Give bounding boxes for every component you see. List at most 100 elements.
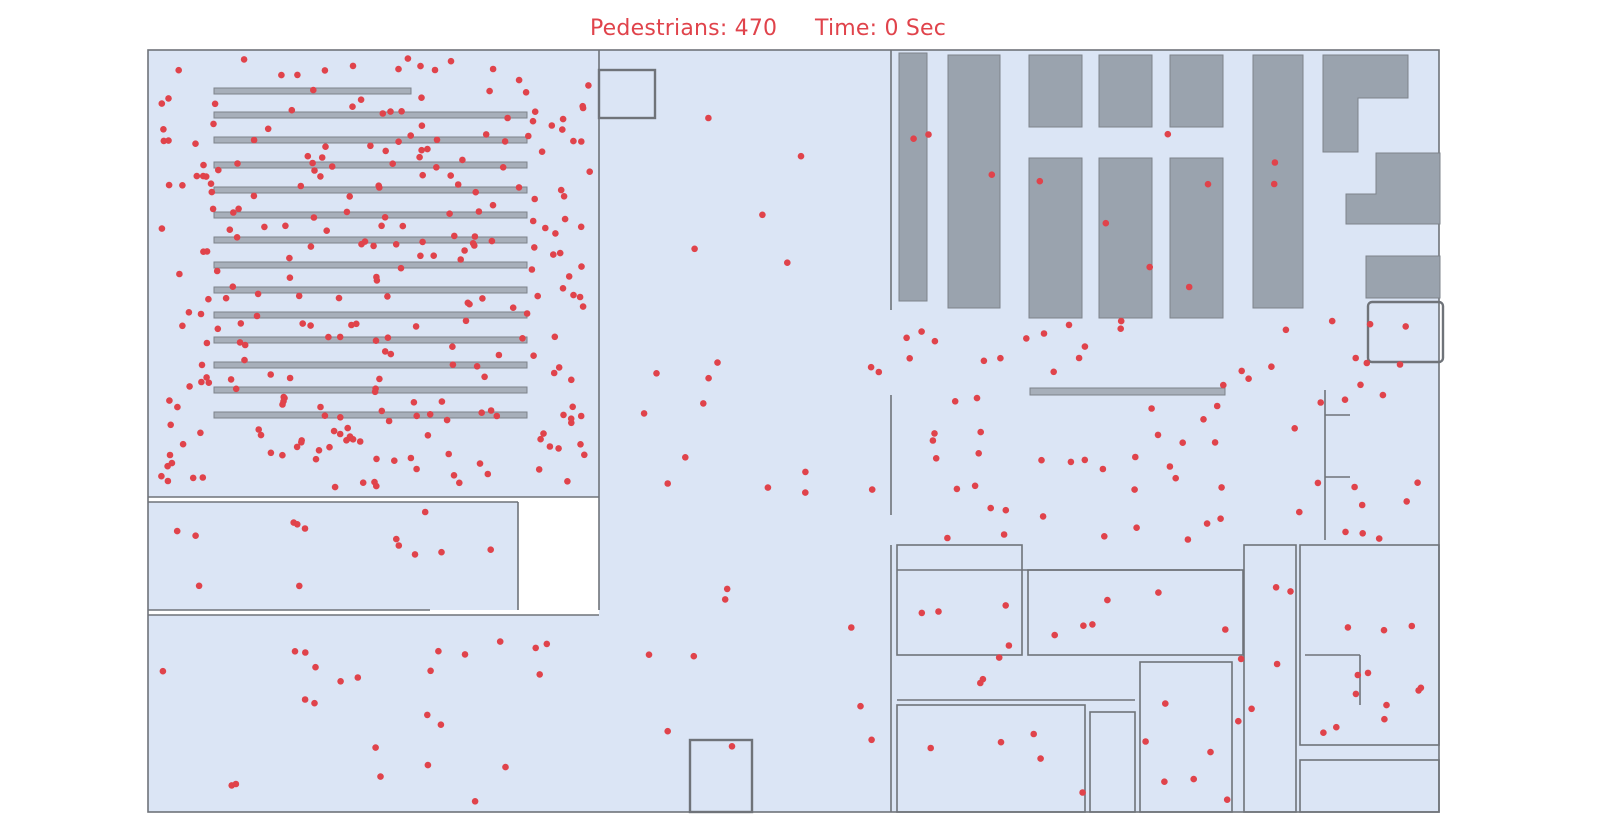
pedestrian-dot [371, 388, 379, 396]
rack [213, 186, 528, 194]
pedestrian-dot [449, 361, 457, 369]
pedestrian-dot [424, 711, 431, 719]
pedestrian-dot [317, 403, 324, 411]
pedestrian-dot [1207, 748, 1214, 756]
pedestrian-dot [395, 542, 403, 549]
pedestrian-dot [296, 582, 303, 590]
pedestrian-dot [1403, 498, 1410, 505]
pedestrian-dot [179, 322, 186, 330]
pedestrian-dot [236, 339, 244, 346]
pedestrian-dot [461, 247, 468, 254]
pedestrian-dot [1408, 622, 1416, 630]
room [1299, 544, 1440, 746]
pedestrian-dot [1185, 283, 1193, 291]
pedestrian-dot [568, 376, 575, 384]
pedestrian-dot [1131, 486, 1138, 493]
pedestrian-dot [315, 447, 323, 454]
room [1243, 544, 1297, 813]
pedestrian-dot [323, 227, 331, 234]
pedestrian-dot [536, 671, 543, 678]
pedestrian-dot [286, 374, 294, 382]
pedestrian-dot [200, 161, 207, 169]
block [898, 52, 928, 302]
pedestrian-dot [953, 485, 961, 493]
pedestrian-dot [489, 201, 497, 209]
pedestrian-dot [705, 114, 712, 122]
pedestrian-dot [802, 468, 809, 476]
pedestrian-dot [250, 192, 258, 200]
pedestrian-dot [168, 459, 176, 467]
pedestrian-dot [868, 486, 876, 493]
pedestrian-dot [291, 648, 299, 655]
pedestrian-dot [395, 65, 402, 73]
pedestrian-dot [664, 727, 671, 735]
pedestrian-dot [932, 455, 940, 462]
room [896, 704, 1086, 813]
pedestrian-dot [519, 335, 526, 342]
pedestrian-dot [1148, 405, 1155, 412]
pedestrian-dot [1081, 456, 1089, 464]
pedestrian-dot [1162, 700, 1169, 707]
pedestrian-dot [691, 245, 698, 253]
pedestrian-dot [211, 100, 219, 108]
pedestrian-dot [502, 763, 509, 771]
pedestrian-dot [1271, 159, 1279, 166]
pedestrian-dot [1133, 524, 1140, 531]
pedestrian-dot [1211, 439, 1219, 446]
pedestrian-dot [664, 480, 671, 487]
pedestrian-dot [764, 484, 772, 491]
pedestrian-dot [560, 411, 567, 419]
room [1139, 661, 1233, 813]
rack [213, 286, 528, 294]
pedestrian-dot [995, 654, 1003, 661]
pedestrian-dot [373, 455, 380, 463]
block [1365, 255, 1441, 299]
pedestrian-dot [546, 443, 554, 450]
pedestrian-dot [337, 678, 344, 685]
pedestrian-dot [475, 208, 483, 215]
pedestrian-dot [398, 108, 405, 115]
pedestrian-dot [226, 226, 234, 233]
pedestrian-dot [1273, 660, 1281, 668]
pedestrian-dot [325, 333, 332, 341]
pedestrian-dot [640, 410, 648, 417]
pedestrian-dot [294, 71, 301, 79]
pedestrian-dot [931, 430, 938, 437]
pedestrian-dot [528, 266, 536, 273]
pedestrian-dot [392, 241, 400, 248]
pedestrian-dot [1040, 330, 1048, 337]
pedestrian-dot [525, 132, 532, 140]
pedestrian-dot [462, 317, 470, 325]
pedestrian-dot [1383, 701, 1390, 709]
pedestrian-dot [1291, 425, 1298, 432]
pedestrian-dot [431, 66, 439, 74]
pedestrian-dot [227, 376, 235, 383]
pedestrian-dot [714, 359, 721, 366]
pedestrian-dot [356, 438, 364, 445]
pedestrian-dot [282, 222, 289, 230]
pedestrian-dot [307, 243, 315, 250]
pedestrian-dot [927, 744, 934, 752]
pedestrian-dot [1079, 789, 1086, 796]
pedestrian-dot [158, 225, 166, 232]
pedestrian-dot [310, 86, 317, 94]
pedestrian-dot [1166, 463, 1174, 470]
pedestrian-dot [1354, 671, 1362, 679]
room [896, 544, 1023, 656]
pedestrian-dot [1161, 778, 1168, 785]
south-vestibule [688, 738, 754, 814]
pedestrian-dot [344, 424, 352, 432]
pedestrian-dot [1314, 479, 1322, 487]
pedestrian-dot [1080, 622, 1087, 629]
pedestrian-dot [1359, 530, 1366, 537]
pedestrian-dot [478, 409, 486, 417]
pedestrian-dot [257, 431, 265, 439]
rack [213, 136, 528, 144]
rack [213, 236, 528, 244]
pedestrian-dot [1200, 416, 1207, 423]
pedestrian-dot [567, 415, 575, 423]
pedestrian-dot [456, 479, 463, 487]
pedestrian-dot [349, 436, 357, 443]
pedestrian-dot [261, 223, 268, 231]
